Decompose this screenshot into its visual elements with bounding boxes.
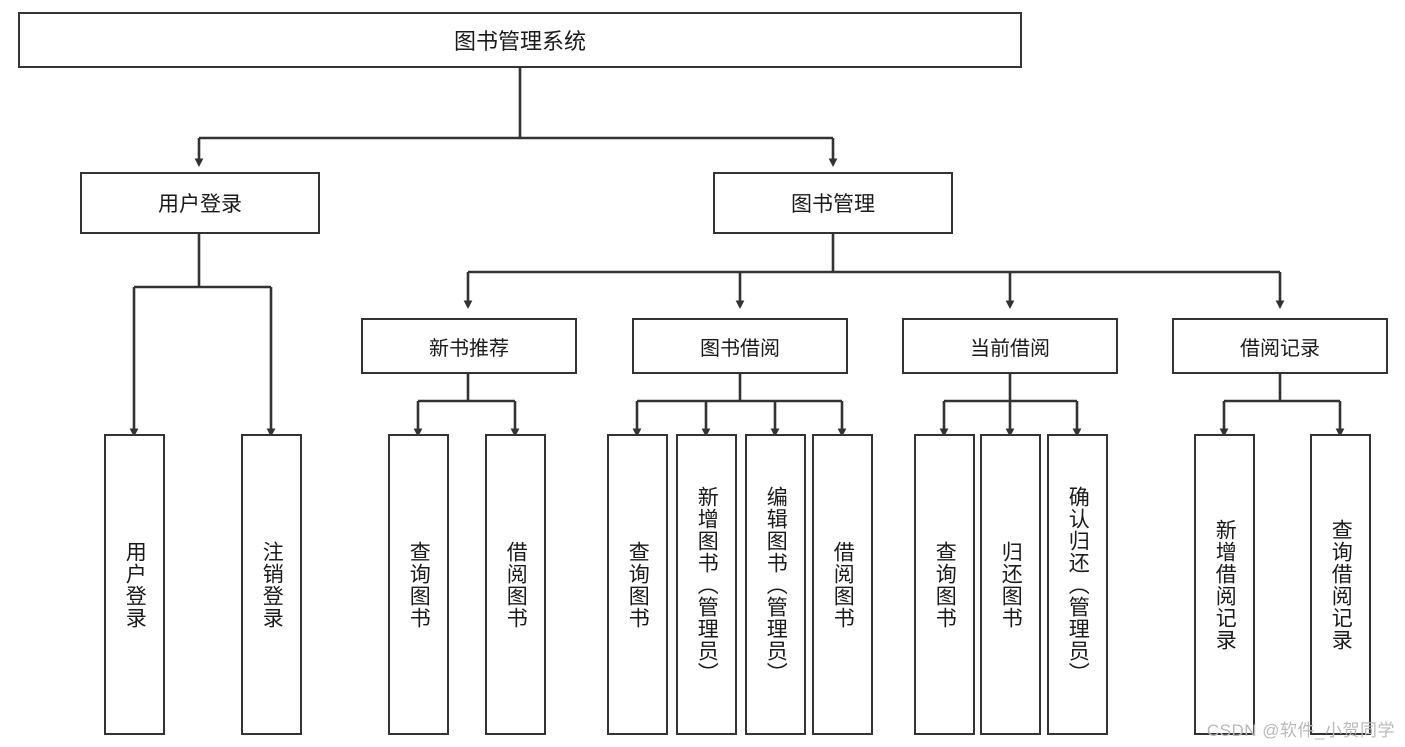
leaf-borrow-book-new-recommend[interactable]: 借阅图书 [485,434,546,735]
node-label: 注销登录 [260,540,284,629]
watermark: CSDN @软件_小贺同学 [1206,721,1395,740]
leaf-query-book-new-recommend[interactable]: 查询图书 [388,434,449,735]
node-label: 图书借阅 [700,337,780,360]
node-label: 当前借阅 [970,337,1050,360]
node-label: 借阅图书 [831,540,855,629]
node-label: 新书推荐 [429,337,509,360]
node-label: 编辑图书（管理员） [764,485,788,684]
leaf-add-book-admin[interactable]: 新增图书（管理员） [676,434,737,735]
node-book-borrow[interactable]: 图书借阅 [632,318,848,374]
node-current-borrow[interactable]: 当前借阅 [902,318,1118,374]
leaf-logout-login[interactable]: 注销登录 [241,434,302,735]
leaf-return-book[interactable]: 归还图书 [980,434,1041,735]
node-label: 图书管理系统 [453,29,586,54]
node-user-login[interactable]: 用户登录 [80,172,320,234]
node-label: 查询图书 [933,540,957,629]
node-label: 确认归还（管理员） [1066,485,1090,684]
node-label: 新增图书（管理员） [695,485,719,684]
node-label: 新增借阅记录 [1213,518,1237,651]
leaf-edit-book-admin[interactable]: 编辑图书（管理员） [745,434,806,735]
node-borrow-record[interactable]: 借阅记录 [1172,318,1388,374]
node-label: 用户登录 [158,193,242,216]
node-label: 归还图书 [999,540,1023,629]
leaf-query-book-current[interactable]: 查询图书 [914,434,975,735]
leaf-borrow-book-borrow[interactable]: 借阅图书 [812,434,873,735]
node-label: 借阅图书 [504,540,528,629]
leaf-query-borrow-record[interactable]: 查询借阅记录 [1310,434,1371,735]
leaf-add-borrow-record[interactable]: 新增借阅记录 [1194,434,1255,735]
node-book-management-system[interactable]: 图书管理系统 [18,12,1022,68]
node-label: 借阅记录 [1240,337,1320,360]
node-label: 图书管理 [791,193,875,216]
node-label: 查询借阅记录 [1329,518,1353,651]
leaf-query-book-borrow[interactable]: 查询图书 [607,434,668,735]
leaf-user-login[interactable]: 用户登录 [104,434,165,735]
node-label: 用户登录 [123,540,147,629]
node-label: 查询图书 [407,540,431,629]
node-new-book-recommend[interactable]: 新书推荐 [361,318,577,374]
node-label: 查询图书 [626,540,650,629]
node-book-manage[interactable]: 图书管理 [713,172,953,234]
leaf-confirm-return-admin[interactable]: 确认归还（管理员） [1047,434,1108,735]
